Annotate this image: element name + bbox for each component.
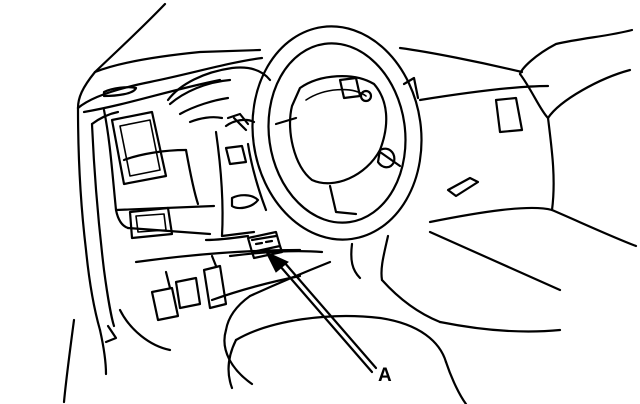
left-door-panel (62, 106, 118, 404)
defrost-slot (102, 86, 138, 98)
a-pillar (76, 2, 262, 110)
dashboard-top (76, 46, 524, 114)
left-vent (110, 110, 168, 186)
center-console (223, 234, 562, 386)
right-body (418, 28, 638, 292)
steering-wheel (251, 25, 423, 241)
dlc-connector (246, 230, 284, 260)
floor-line (118, 308, 172, 352)
lower-switch-panel (128, 206, 174, 240)
seat (227, 314, 468, 404)
callout-arrow (264, 250, 378, 374)
callout-label-a: A (378, 365, 392, 386)
passenger-lid-mark (446, 176, 480, 198)
instrument-hood (166, 66, 272, 124)
right-vent (494, 96, 524, 134)
steering-column (204, 112, 268, 242)
footwell-edge (134, 248, 302, 264)
